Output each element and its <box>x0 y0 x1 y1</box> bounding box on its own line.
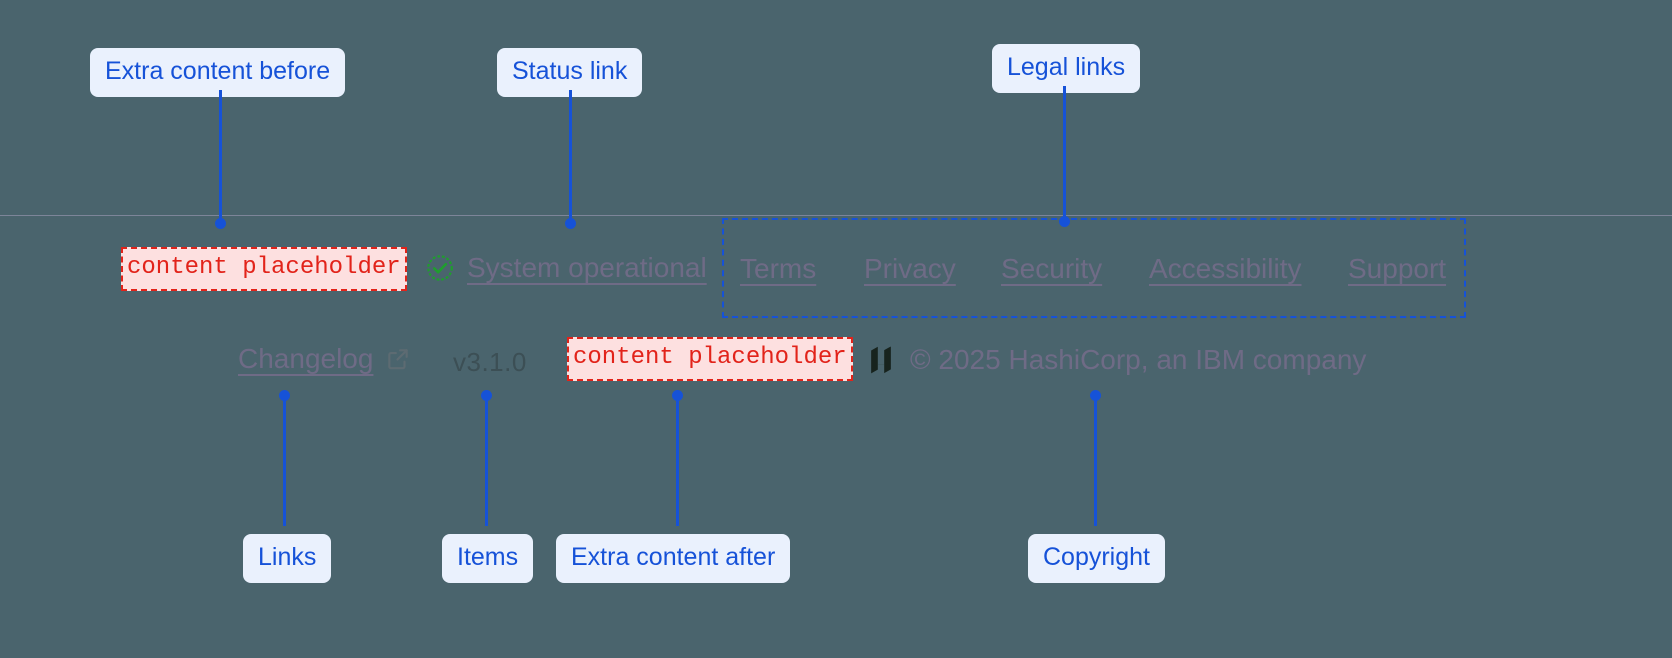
legal-link-terms[interactable]: Terms <box>740 253 817 284</box>
legal-link-security[interactable]: Security <box>1001 253 1103 284</box>
version-label: v3.1.0 <box>453 347 527 377</box>
brand-copyright: © 2025 HashiCorp, an IBM company <box>866 344 1366 376</box>
changelog-link-label: Changelog <box>238 343 374 374</box>
callout-links: Links <box>243 534 332 583</box>
leader-line-links <box>283 396 286 526</box>
status-link[interactable]: System operational <box>425 252 707 284</box>
leader-line-extra-after <box>676 396 679 526</box>
legal-link-support[interactable]: Support <box>1348 253 1447 284</box>
leader-dot-links <box>279 390 290 401</box>
changelog-link[interactable]: Changelog <box>238 343 411 375</box>
leader-dot-extra-before <box>215 218 226 229</box>
leader-line-extra-before <box>219 90 222 220</box>
legal-link-privacy[interactable]: Privacy <box>864 253 956 284</box>
legal-link-accessibility[interactable]: Accessibility <box>1149 253 1302 284</box>
callout-items: Items <box>442 534 534 583</box>
leader-dot-legal <box>1059 216 1070 227</box>
status-link-label: System operational <box>467 252 707 283</box>
leader-line-legal <box>1063 86 1066 218</box>
callout-copyright: Copyright <box>1028 534 1165 583</box>
callout-extra-content-before: Extra content before <box>90 48 346 97</box>
leader-dot-extra-after <box>672 390 683 401</box>
leader-line-status <box>569 90 572 220</box>
leader-line-copyright <box>1094 396 1097 526</box>
extra-content-after-placeholder: content placeholder <box>567 337 853 381</box>
leader-dot-status <box>565 218 576 229</box>
hashicorp-logo <box>866 344 896 376</box>
legal-links-highlight-box <box>722 218 1466 318</box>
external-link-icon <box>385 346 411 372</box>
leader-dot-items <box>481 390 492 401</box>
leader-dot-copyright <box>1090 390 1101 401</box>
callout-legal-links: Legal links <box>992 44 1141 93</box>
copyright-text: © 2025 HashiCorp, an IBM company <box>910 344 1367 375</box>
extra-content-before-placeholder: content placeholder <box>121 247 407 291</box>
callout-extra-content-after: Extra content after <box>556 534 791 583</box>
callout-status-link: Status link <box>497 48 643 97</box>
leader-line-items <box>485 396 488 526</box>
check-circle-icon <box>425 253 455 283</box>
footer-top-divider <box>0 215 1672 216</box>
